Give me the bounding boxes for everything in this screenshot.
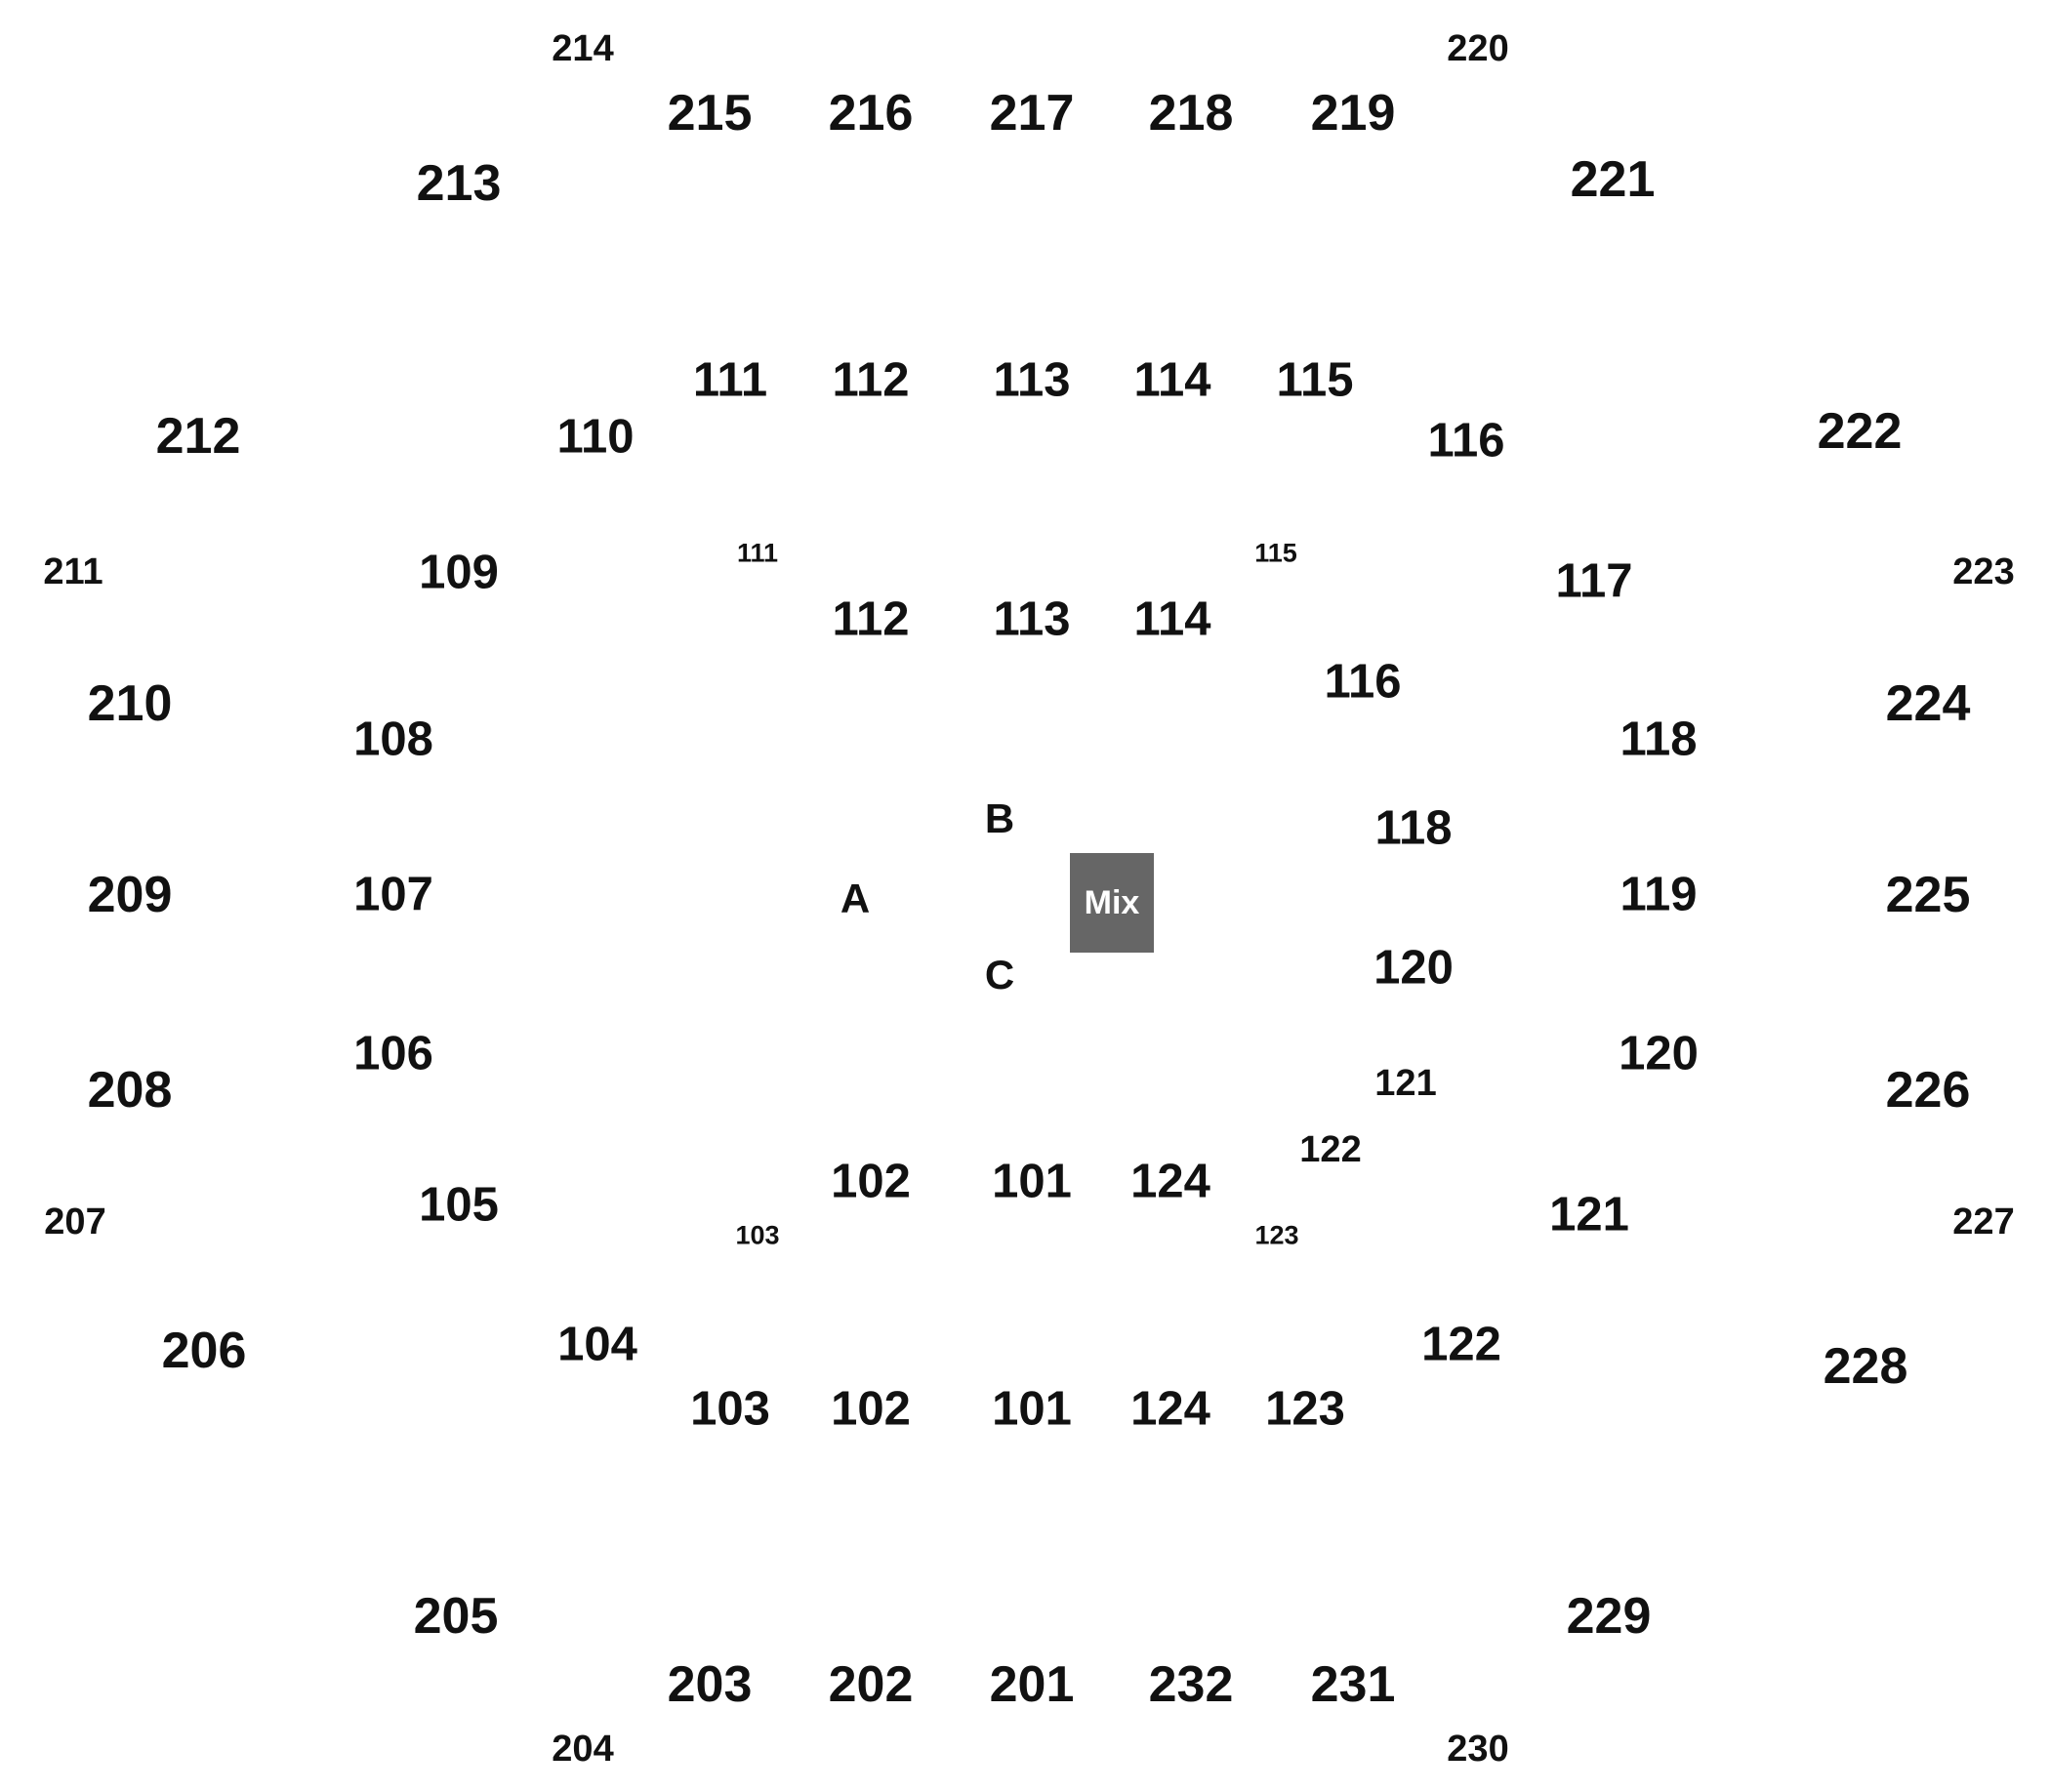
section-122-outer[interactable]: 122 — [1421, 1318, 1501, 1371]
floor-section-a[interactable]: A — [840, 876, 871, 921]
section-223[interactable]: 223 — [1952, 551, 2015, 592]
section-221[interactable]: 221 — [1570, 151, 1656, 208]
section-204[interactable]: 204 — [552, 1729, 614, 1770]
section-222[interactable]: 222 — [1817, 403, 1903, 460]
section-218[interactable]: 218 — [1148, 85, 1234, 142]
section-120-inner[interactable]: 120 — [1374, 941, 1454, 995]
section-214[interactable]: 214 — [552, 28, 614, 69]
section-229[interactable]: 229 — [1566, 1588, 1652, 1645]
section-116-outer[interactable]: 116 — [1427, 414, 1505, 468]
section-118-inner[interactable]: 118 — [1374, 801, 1453, 855]
section-101-front[interactable]: 101 — [992, 1155, 1072, 1208]
section-124-front[interactable]: 124 — [1130, 1155, 1210, 1208]
section-228[interactable]: 228 — [1823, 1338, 1908, 1395]
section-105[interactable]: 105 — [419, 1178, 499, 1232]
section-118-outer[interactable]: 118 — [1620, 713, 1698, 766]
section-206[interactable]: 206 — [161, 1323, 247, 1379]
floor-section-b[interactable]: B — [984, 795, 1015, 841]
section-123-small[interactable]: 123 — [1254, 1220, 1299, 1250]
section-232[interactable]: 232 — [1148, 1656, 1234, 1713]
section-203[interactable]: 203 — [667, 1656, 753, 1713]
section-101-rear[interactable]: 101 — [992, 1382, 1072, 1436]
mix-position: Mix — [1070, 853, 1154, 953]
section-121-outer[interactable]: 121 — [1549, 1188, 1629, 1242]
section-217[interactable]: 217 — [989, 85, 1075, 142]
section-122-inner[interactable]: 122 — [1299, 1129, 1362, 1170]
section-112-outer[interactable]: 112 — [832, 353, 910, 407]
section-123[interactable]: 123 — [1265, 1382, 1345, 1436]
section-208[interactable]: 208 — [87, 1062, 173, 1119]
section-201[interactable]: 201 — [989, 1656, 1075, 1713]
section-226[interactable]: 226 — [1885, 1062, 1971, 1119]
section-119[interactable]: 119 — [1620, 868, 1698, 921]
section-227[interactable]: 227 — [1952, 1201, 2015, 1242]
section-113-inner[interactable]: 113 — [993, 592, 1071, 646]
section-115[interactable]: 115 — [1276, 353, 1354, 407]
section-230[interactable]: 230 — [1447, 1729, 1509, 1770]
section-121-inner[interactable]: 121 — [1374, 1063, 1437, 1104]
section-212[interactable]: 212 — [155, 408, 241, 465]
section-210[interactable]: 210 — [87, 675, 173, 732]
section-211[interactable]: 211 — [43, 551, 103, 592]
section-209[interactable]: 209 — [87, 867, 173, 923]
section-113-outer[interactable]: 113 — [993, 353, 1071, 407]
section-220[interactable]: 220 — [1447, 28, 1509, 69]
section-102-front[interactable]: 102 — [831, 1155, 911, 1208]
section-103[interactable]: 103 — [690, 1382, 770, 1436]
section-115-small[interactable]: 115 — [1254, 538, 1297, 568]
section-108[interactable]: 108 — [353, 713, 433, 766]
section-107[interactable]: 107 — [353, 868, 433, 921]
section-216[interactable]: 216 — [828, 85, 914, 142]
section-120-outer[interactable]: 120 — [1619, 1027, 1699, 1080]
section-215[interactable]: 215 — [667, 85, 753, 142]
section-207[interactable]: 207 — [44, 1201, 106, 1242]
section-202[interactable]: 202 — [828, 1656, 914, 1713]
section-106[interactable]: 106 — [353, 1027, 433, 1080]
section-231[interactable]: 231 — [1310, 1656, 1396, 1713]
section-124-rear[interactable]: 124 — [1130, 1382, 1210, 1436]
section-219[interactable]: 219 — [1310, 85, 1396, 142]
section-205[interactable]: 205 — [413, 1588, 499, 1645]
section-102-rear[interactable]: 102 — [831, 1382, 911, 1436]
section-224[interactable]: 224 — [1885, 675, 1971, 732]
section-104[interactable]: 104 — [557, 1318, 637, 1371]
section-114-inner[interactable]: 114 — [1133, 592, 1211, 646]
section-110[interactable]: 110 — [556, 410, 635, 464]
section-225[interactable]: 225 — [1885, 867, 1971, 923]
section-103-small[interactable]: 103 — [735, 1220, 780, 1250]
section-117[interactable]: 117 — [1555, 554, 1633, 608]
floor-section-c[interactable]: C — [984, 952, 1015, 998]
section-109[interactable]: 109 — [419, 546, 499, 599]
section-114-outer[interactable]: 114 — [1133, 353, 1211, 407]
section-111-small[interactable]: 111 — [736, 538, 779, 568]
section-213[interactable]: 213 — [416, 155, 502, 212]
section-112-inner[interactable]: 112 — [832, 592, 910, 646]
section-111[interactable]: 111 — [692, 353, 768, 407]
mix-label: Mix — [1084, 883, 1140, 921]
section-116-inner[interactable]: 116 — [1324, 655, 1402, 709]
